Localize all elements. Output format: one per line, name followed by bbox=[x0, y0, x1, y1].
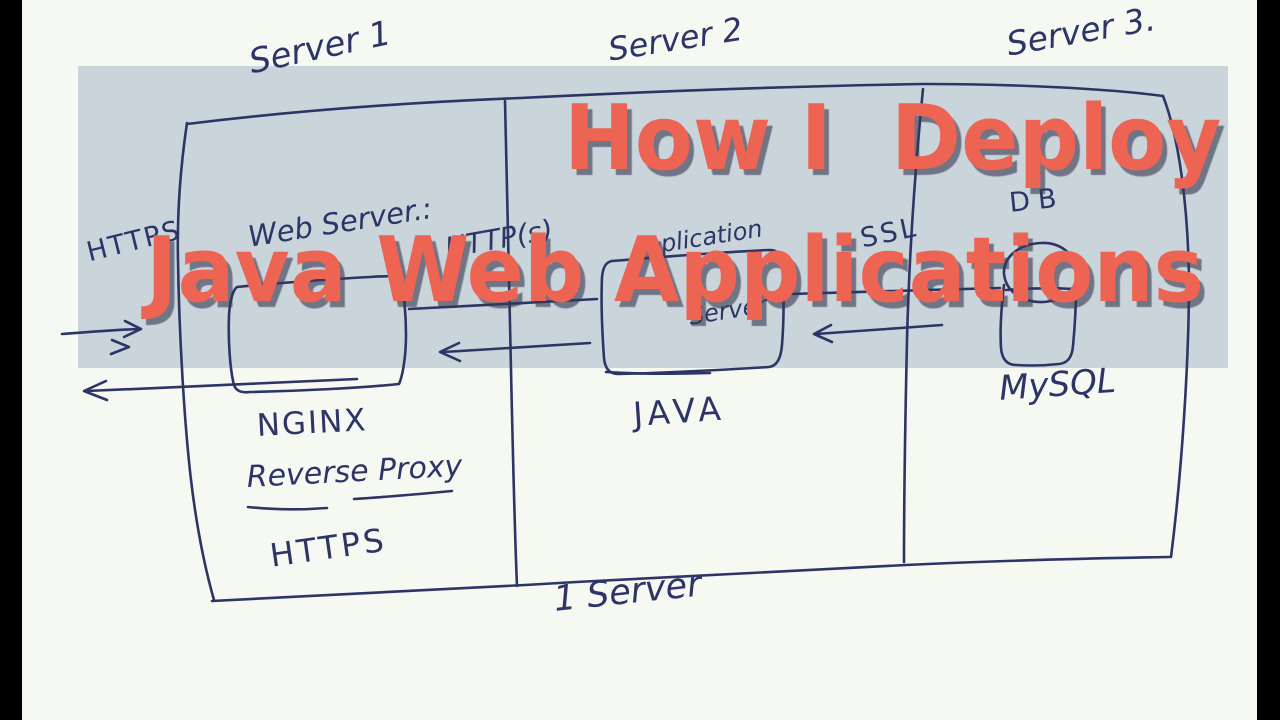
db-to-app-arrowhead bbox=[812, 323, 834, 344]
nginx-label: NGINX bbox=[255, 402, 369, 444]
web-to-app-http-line bbox=[407, 297, 599, 311]
response-arrow-line bbox=[84, 377, 359, 393]
divider-server2-server3 bbox=[902, 87, 925, 564]
title-line-1: How I Deploy bbox=[564, 86, 1222, 191]
app-to-db-ssl-line bbox=[789, 286, 1002, 296]
right-letterbox-bar bbox=[1257, 0, 1280, 720]
db-cylinder-waist bbox=[1004, 287, 1076, 292]
java-label: JAVA bbox=[631, 388, 727, 434]
client-https-arrowhead bbox=[122, 319, 143, 339]
client-https-arrow-line bbox=[60, 327, 140, 336]
web-server-box bbox=[227, 274, 408, 394]
title-banner-background bbox=[78, 66, 1228, 368]
outer-box-bottom-edge bbox=[210, 555, 1171, 603]
application-server-box bbox=[600, 248, 785, 376]
mysql-label: MySQL bbox=[997, 360, 1118, 409]
outer-box-right-edge bbox=[1161, 94, 1191, 559]
db-cylinder-top bbox=[1002, 241, 1079, 304]
response-arrowhead bbox=[82, 379, 109, 402]
db-cylinder-body bbox=[999, 283, 1078, 367]
reverse-proxy-underlines bbox=[246, 489, 454, 511]
outer-box-top-edge bbox=[185, 82, 1165, 126]
left-letterbox-bar bbox=[0, 0, 22, 720]
outer-server-box bbox=[176, 82, 1191, 603]
outer-box-left-edge bbox=[176, 121, 216, 602]
connector-lines bbox=[60, 286, 1002, 402]
title-line-2: Java Web Applications bbox=[146, 218, 1204, 323]
db-to-app-arrow-line bbox=[814, 323, 944, 336]
client-https-arrowhead-tick bbox=[109, 338, 131, 356]
divider-server1-server2 bbox=[503, 99, 519, 588]
app-to-web-arrowhead bbox=[438, 341, 462, 363]
app-to-web-arrow-line bbox=[442, 341, 592, 354]
database-cylinder bbox=[999, 241, 1079, 367]
